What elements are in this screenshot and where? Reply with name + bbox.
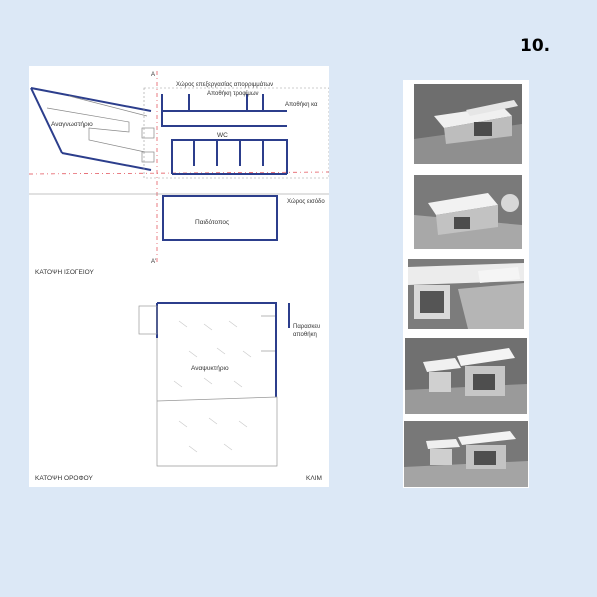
- room-label-prep: Παρασκευ: [293, 324, 320, 330]
- model-photo-1: [414, 84, 522, 164]
- reading-room-outline: [30, 87, 152, 171]
- section-lines: [29, 71, 329, 264]
- section-mark-top: A: [151, 72, 155, 78]
- reading-room-interior: [46, 95, 155, 163]
- slide-number: 10.: [520, 36, 551, 56]
- model-photo-3: [408, 259, 524, 329]
- ground-floor-caption: ΚΑΤΟΨΗ ΙΣΟΓΕΙΟΥ: [35, 269, 94, 276]
- model-photo-4: [405, 338, 527, 414]
- room-label-cafe: Αναψυκτήριο: [191, 365, 229, 372]
- room-label-food-storage: Αποθήκη τροφίμων: [207, 90, 259, 97]
- model-photos-strip: [403, 80, 529, 488]
- room-label-prep-storage: αποθήκη: [293, 331, 317, 338]
- cafe-furniture-pattern: [173, 320, 252, 453]
- room-label-playground: Παιδότοπος: [195, 218, 229, 226]
- model-photo-5: [404, 421, 528, 487]
- room-label-entrance: Χώρος εισόδο: [287, 198, 325, 205]
- room-label-wc: WC: [217, 132, 228, 139]
- floor-plan-drawing: A A': [29, 71, 329, 482]
- service-block-outline: [161, 94, 288, 175]
- upper-floor-caption: ΚΑΤΟΨΗ ΟΡΟΦΟΥ: [35, 475, 94, 482]
- room-label-storage: Αποθήκη κα: [285, 101, 318, 108]
- playground-outline: [162, 195, 278, 241]
- cafe-interior: [138, 305, 278, 467]
- room-label-waste: Χώρος επεξεργασίας απορριμμάτων: [176, 81, 273, 88]
- floor-plan-sheet: A A': [29, 66, 329, 487]
- room-label-reading-room: Αναγνωστήριο: [51, 121, 93, 128]
- upper-floor-caption-right: ΚΛΙΜ: [306, 475, 322, 482]
- section-mark-bottom: A': [151, 259, 156, 265]
- model-photo-2: [414, 175, 522, 249]
